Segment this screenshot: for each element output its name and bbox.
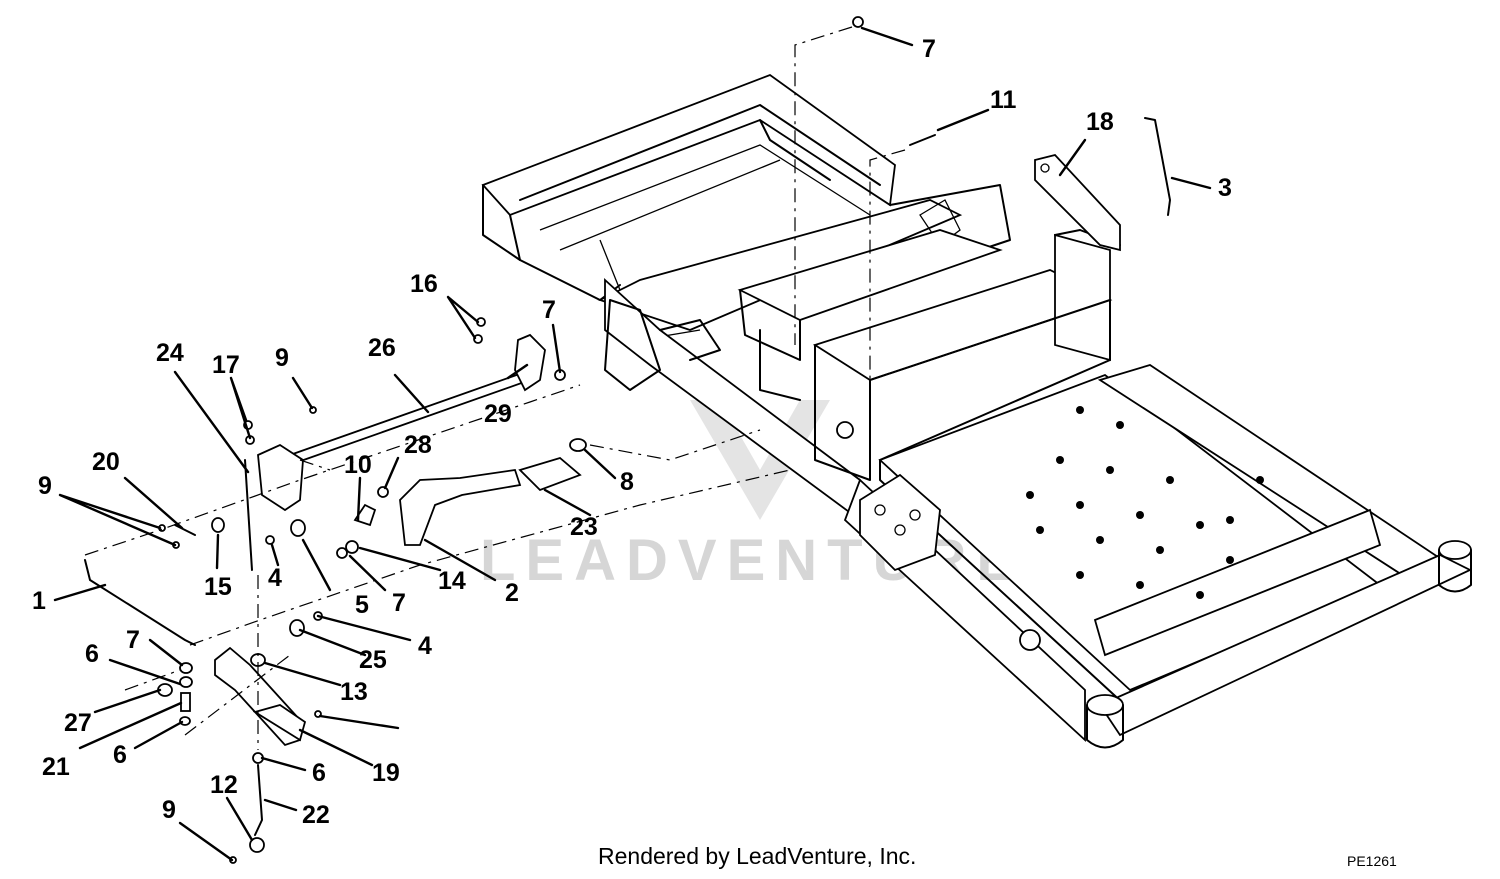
part-1-rod [84,559,196,646]
part-5-washer [290,519,306,537]
part-21-link [254,764,263,836]
front-pivot-bracket [859,473,941,572]
callout-4-upper: 4 [268,564,282,592]
callout-16-upper: 16 [410,270,438,298]
rear-frame-top [481,73,896,217]
callout-26: 27 [64,709,92,737]
callout-15: 15 [204,573,232,601]
foot-rest [1093,508,1382,657]
part-10-bracket [353,503,377,527]
callout-22: 23 [570,513,598,541]
callout-28: 29 [484,400,512,428]
callout-12: 12 [210,771,238,799]
part-23-bracket [257,443,304,512]
callout-2: 2 [505,579,519,607]
part-22-pedal-pad [518,456,582,492]
main-frame [481,73,1473,749]
part-28-bracket [514,333,546,392]
callout-16-lower: 17 [212,351,240,379]
left-rail-bracket [604,299,661,391]
front-right-caster-mount [1438,540,1472,560]
callout-9-upper: 9 [275,344,289,372]
floor-holes [1026,406,1264,599]
callout-4-lower: 4 [418,632,432,660]
part-7-nut-top [852,16,864,28]
callout-17: 18 [1086,108,1114,136]
part-27-washer [377,486,389,498]
footer-credit: Rendered by LeadVenture, Inc. [598,843,917,869]
callout-19: 20 [92,448,120,476]
callout-20: 21 [42,753,70,781]
callout-7-top: 7 [922,35,936,63]
callout-3: 3 [1218,174,1232,202]
callout-9-bottom: 9 [162,796,176,824]
part-19-spring [174,524,196,536]
callout-8: 8 [620,468,634,496]
callout-27: 28 [404,431,432,459]
callout-18: 19 [372,759,400,787]
callout-7-lower: 7 [392,589,406,617]
rear-bracket-right [889,184,1011,251]
callout-7-left: 7 [126,626,140,654]
callout-13: 13 [340,678,368,706]
callout-11: 11 [990,86,1017,114]
leader-lines [53,26,1212,862]
part-14-washer [345,540,359,554]
part-8-bushing [569,438,587,452]
right-upright [1054,233,1111,362]
callout-6-middle: 6 [113,741,127,769]
part-23-rod [244,459,253,571]
part-17-bracket [1034,153,1121,252]
part-24-washer [289,619,305,637]
callout-24: 25 [359,646,387,674]
part-2-pedal-arm [399,469,522,546]
callout-10: 10 [344,451,372,479]
callout-25: 26 [368,334,396,362]
part-3-rod [1144,117,1171,216]
callout-14: 14 [438,567,466,595]
callout-9-left: 9 [38,472,52,500]
components [84,16,1171,864]
callout-5: 5 [355,591,369,619]
callout-7-middle: 7 [542,296,556,324]
callout-21: 22 [302,801,330,829]
callout-23: 24 [156,339,184,367]
part-20-spring [180,692,191,712]
part-11-bolt [909,134,936,146]
callout-6-upper: 6 [85,640,99,668]
front-left-caster-mount [1086,694,1124,716]
part-15-bushing [211,517,225,533]
part-12-clevis [249,837,265,853]
watermark-logo-icon [690,400,830,520]
figure-code: PE1261 [1347,853,1397,869]
callout-1: 1 [32,587,46,615]
callout-6-lower: 6 [312,759,326,787]
callout-labels: 7 11 18 3 16 7 26 29 24 17 9 28 10 20 9 … [32,35,1232,829]
